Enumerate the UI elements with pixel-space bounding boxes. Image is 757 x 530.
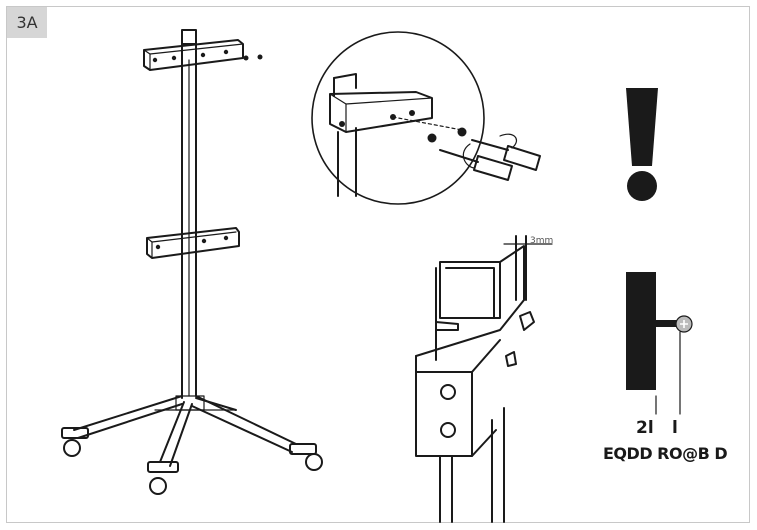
bracket-closeup (415, 235, 535, 523)
upper-bracket (143, 29, 263, 71)
wall-screw-detail (626, 272, 693, 415)
detail-zoom-circle (311, 31, 485, 205)
panel-border (6, 6, 750, 523)
caption: EQDD RO@B D (603, 444, 728, 463)
dimension-label: 3mm (530, 236, 553, 246)
gap-label-right: l (672, 418, 678, 438)
casters (61, 427, 323, 495)
stand-column (181, 43, 197, 399)
wall-plate (626, 272, 656, 390)
stand-base (73, 395, 297, 467)
mobile-stand-drawing (61, 29, 323, 495)
screw-icon (675, 315, 693, 333)
step-label: 3A (7, 7, 47, 38)
lower-bracket (146, 227, 240, 259)
warning-exclamation-icon (626, 88, 658, 201)
screwdriver-icon (439, 133, 541, 181)
screw-shank (656, 320, 680, 327)
dimension-marker: 3mm (503, 236, 553, 246)
gap-label-left: 2l (636, 418, 654, 438)
